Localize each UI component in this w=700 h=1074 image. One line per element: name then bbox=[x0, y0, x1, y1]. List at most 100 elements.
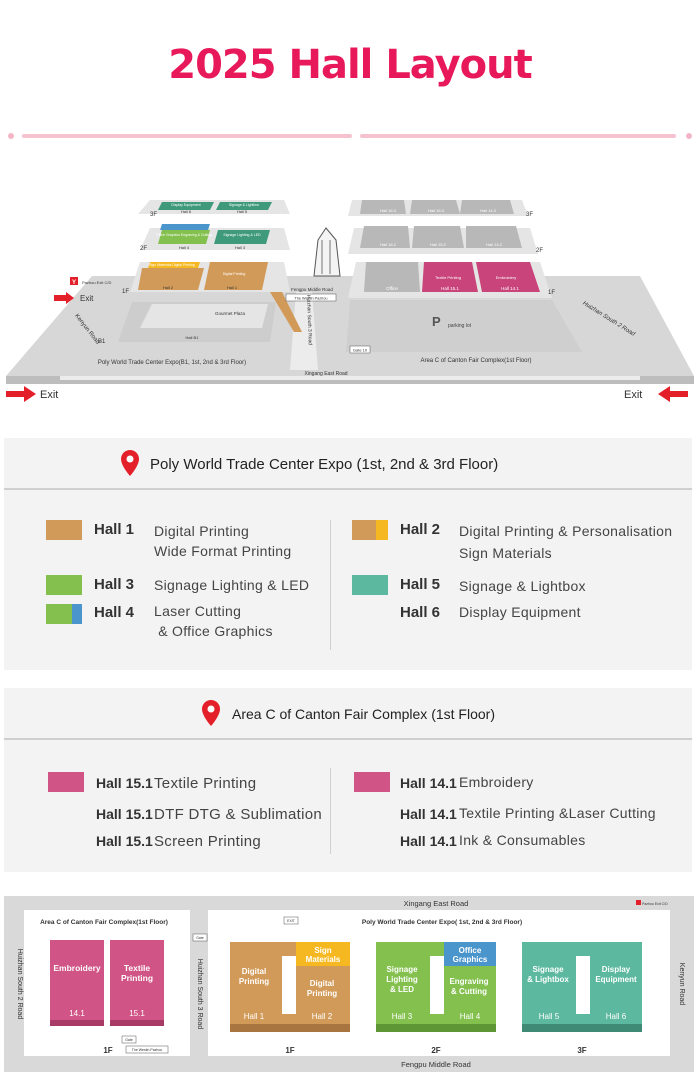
signage-lightbox-label: Signage& Lightbox bbox=[527, 965, 569, 984]
huizhan2-road-label: Huizhan South 2 Road bbox=[16, 949, 23, 1020]
hall15-1-name: Hall 15.1 bbox=[96, 775, 153, 791]
road-huizhan-3 bbox=[290, 292, 318, 370]
venue-3d-map: Display Equipment Signage & Lightbox Hal… bbox=[6, 200, 694, 402]
area-c-title: Area C of Canton Fair Complex(1st Floor) bbox=[40, 919, 168, 926]
exit-cd-label: Pazhou Exit C/D bbox=[82, 280, 111, 285]
hall14-3-label: Hall 14.3 bbox=[480, 208, 497, 213]
engraving-label: Engraving& Cutting bbox=[449, 977, 488, 996]
hall2-desc-1: Digital Printing & Personalisation bbox=[459, 523, 673, 539]
office-graphics-area bbox=[444, 942, 496, 966]
hall14-1-name: Hall 14.1 bbox=[400, 833, 457, 849]
location-pin-icon bbox=[202, 700, 220, 726]
floor-c-3f: 3F bbox=[526, 212, 533, 218]
poly-b1: Gourmet Plaza Hall B1 B1 bbox=[98, 302, 276, 345]
hall15-1-name: Hall 15.1 bbox=[96, 806, 153, 822]
area-c-floor: 1F bbox=[103, 1046, 112, 1055]
hall6-tag: Display Equipment bbox=[171, 203, 200, 207]
hall1-tag: Digital Printing bbox=[223, 272, 246, 276]
column-divider bbox=[330, 768, 331, 854]
hall6-desc: Display Equipment bbox=[459, 604, 581, 620]
gate-label-2: Gate bbox=[196, 936, 204, 940]
area-c-2f: Hall 16.2 Hall 15.2 Hall 14.2 2F bbox=[348, 226, 543, 254]
poly-2f: Office Graphics Engraving & Cutting Sign… bbox=[140, 224, 290, 252]
xingang-road-label: Xingang East Road bbox=[404, 899, 469, 908]
hall15-1-label: Hall 15.1 bbox=[441, 286, 459, 291]
hall14-1-desc-3: Ink & Consumables bbox=[459, 832, 586, 848]
area-c-caption: Area C of Canton Fair Complex(1st Floor) bbox=[420, 358, 531, 364]
embroidery-num: 14.1 bbox=[69, 1009, 85, 1018]
huizhan3-road-label: Huizhan South 3 Road bbox=[196, 959, 203, 1030]
gate10-box bbox=[349, 345, 371, 354]
hall14-1-tag: Embroidery bbox=[496, 275, 516, 280]
exit-left-arrow-icon bbox=[6, 386, 36, 402]
exit-right-label: Exit bbox=[624, 389, 642, 401]
westin-label: The Westin Pazhou bbox=[294, 297, 327, 301]
hall15-1-desc-1: Textile Printing bbox=[154, 775, 257, 792]
location-pin-icon bbox=[121, 450, 139, 476]
poly-caption: Poly World Trade Center Expo(B1, 1st, 2n… bbox=[98, 360, 246, 366]
hall14-1-desc-1: Embroidery bbox=[459, 774, 534, 790]
hall1-swatch bbox=[46, 520, 82, 540]
hall4-label: Hall 4 bbox=[179, 245, 190, 250]
hall4-label: Hall 4 bbox=[460, 1012, 481, 1021]
floor-c-1f: 1F bbox=[548, 290, 555, 296]
hall15-3-label: Hall 15.3 bbox=[428, 208, 445, 213]
divider-bar bbox=[22, 134, 352, 138]
hall14-1-name: Hall 14.1 bbox=[400, 775, 457, 791]
exit-small-label: EXIT bbox=[287, 919, 296, 923]
hall2-desc-2: Sign Materials bbox=[459, 545, 552, 561]
poly-2f-floor: 2F bbox=[431, 1046, 440, 1055]
hall2-swatch bbox=[352, 520, 388, 540]
textile-hall bbox=[110, 940, 164, 1026]
hall2-label: Hall 2 bbox=[163, 285, 174, 290]
hall1-desc-1: Digital Printing bbox=[154, 523, 250, 539]
embroidery-hall bbox=[50, 940, 104, 1026]
hall5-swatch bbox=[352, 575, 388, 595]
hall3-label: Hall 3 bbox=[235, 245, 246, 250]
hall3-swatch bbox=[46, 575, 82, 595]
svg-text:Y: Y bbox=[72, 280, 76, 286]
hall4-tag: Office Graphics Engraving & Cutting bbox=[156, 233, 212, 237]
westin-tower bbox=[313, 227, 341, 277]
hall1-desc-2: Wide Format Printing bbox=[154, 543, 292, 559]
area-c-1f: Textile Printing Embroidery Office Hall … bbox=[348, 262, 555, 298]
walkway bbox=[270, 292, 302, 332]
hall14-2-label: Hall 14.2 bbox=[486, 242, 503, 247]
hall2-name: Hall 2 bbox=[400, 521, 441, 538]
hall1-label: Hall 1 bbox=[244, 1012, 265, 1021]
hall6-name: Hall 6 bbox=[400, 604, 441, 621]
hall4-desc-2: & Office Graphics bbox=[154, 623, 273, 639]
fengpu-road-label: Fengpu Middle Road bbox=[401, 1060, 471, 1069]
page-title: 2025 Hall Layout bbox=[168, 42, 532, 88]
gate-label: Gate bbox=[125, 1038, 133, 1042]
hall15-2-label: Hall 15.2 bbox=[430, 242, 447, 247]
hall-b1-label: Hall B1 bbox=[186, 335, 200, 340]
hall14-1-label: Hall 14.1 bbox=[501, 286, 519, 291]
flat-floor-plan: Xingang East Road Pazhou Exit C/D Fengpu… bbox=[4, 896, 694, 1072]
poly-1f: Sign Materials Digital Printing Digital … bbox=[122, 262, 290, 295]
parking-label: parking lot bbox=[448, 323, 472, 329]
parking-icon: P bbox=[432, 314, 441, 329]
hall16-3-label: Hall 16.3 bbox=[380, 208, 397, 213]
divider-bar bbox=[360, 134, 676, 138]
metro-icon bbox=[636, 900, 641, 905]
divider-dot bbox=[8, 133, 14, 139]
exit-cd-label: Pazhou Exit C/D bbox=[642, 902, 668, 906]
hall5-tag: Signage & Lightbox bbox=[229, 203, 260, 207]
hall15-1-name: Hall 15.1 bbox=[96, 833, 153, 849]
section-divider bbox=[8, 132, 692, 140]
area-c-block bbox=[24, 910, 190, 1056]
area-c-legend-header: Area C of Canton Fair Complex (1st Floor… bbox=[4, 688, 692, 740]
exit-left-label: Exit bbox=[40, 389, 58, 401]
hall1-label: Hall 1 bbox=[227, 285, 238, 290]
floor-c-2f: 2F bbox=[536, 248, 543, 254]
hall3-name: Hall 3 bbox=[94, 576, 135, 593]
hall4-swatch bbox=[46, 604, 82, 624]
hall4-name: Hall 4 bbox=[94, 604, 135, 621]
westin-label: The Westin Pazhou bbox=[132, 1048, 163, 1052]
hall15-1-tag: Textile Printing bbox=[435, 275, 461, 280]
